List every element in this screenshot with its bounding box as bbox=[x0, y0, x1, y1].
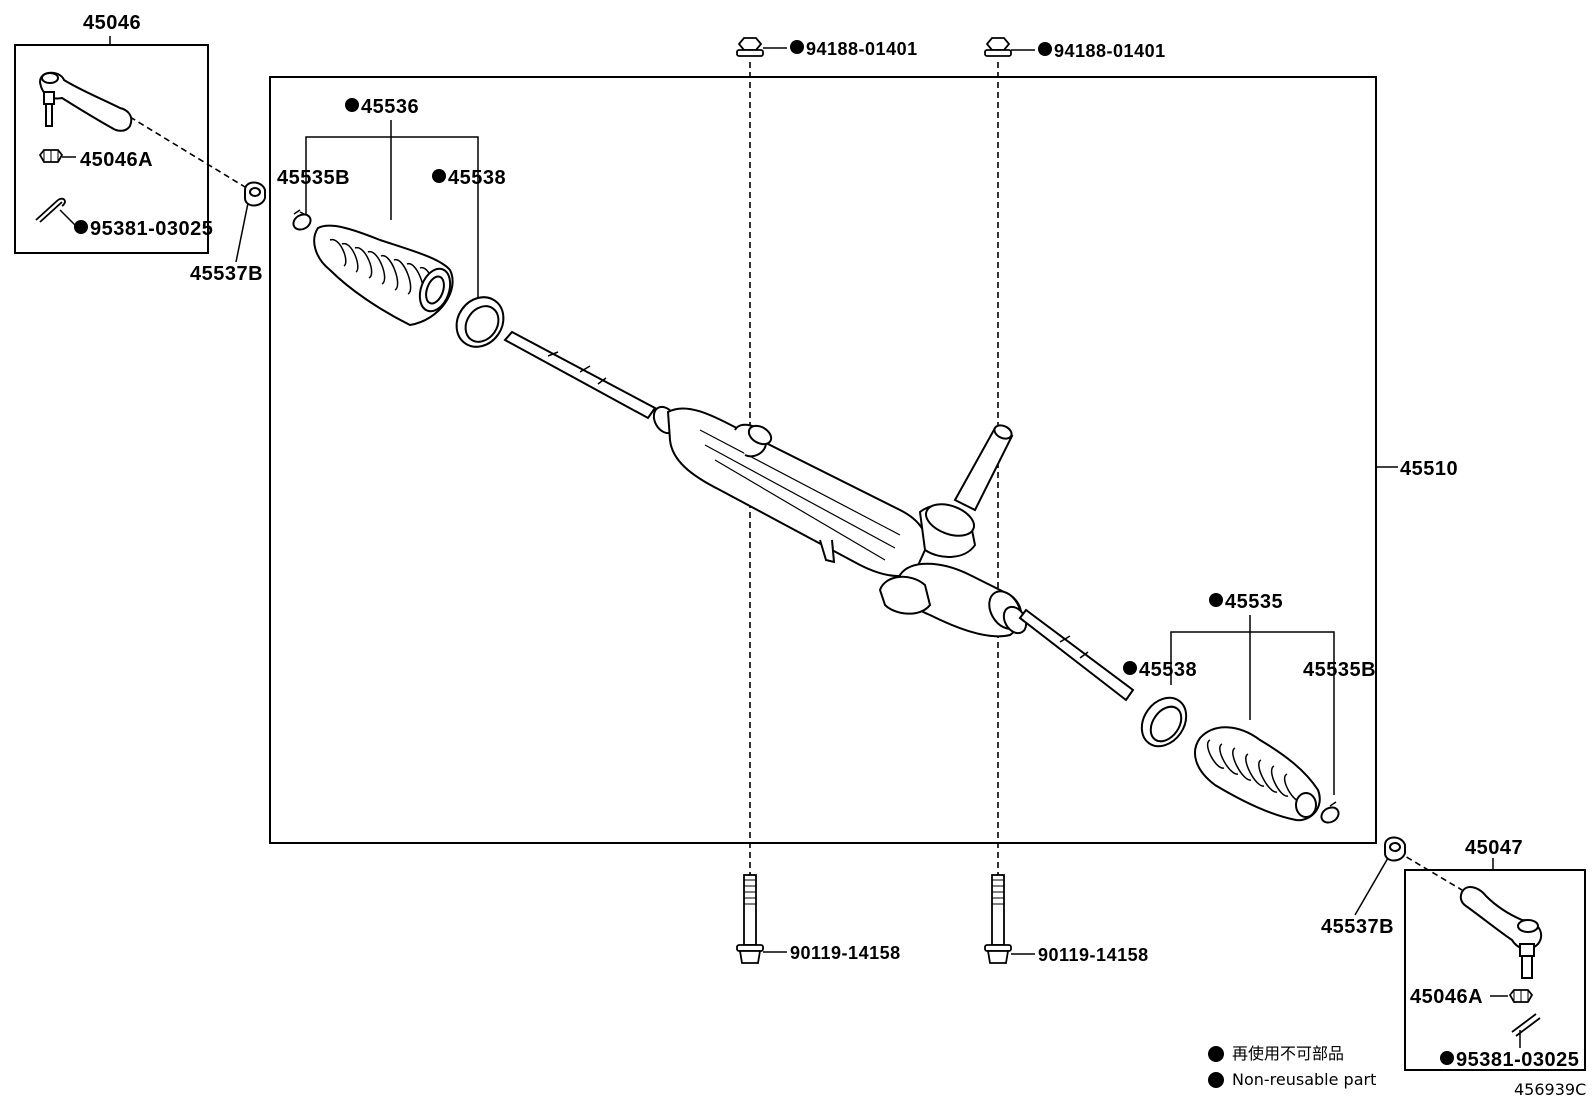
tie-rod-end-lh-icon bbox=[38, 71, 133, 132]
castle-nut-icon bbox=[38, 149, 64, 163]
label-boot-rh: 45535 bbox=[1209, 592, 1283, 612]
boot-clamp-icon bbox=[1140, 696, 1188, 748]
label-tie-rod-end-rh: 45047 bbox=[1465, 837, 1524, 859]
label-clip-rh: 45535B bbox=[1303, 659, 1377, 681]
label-text: 45538 bbox=[448, 167, 507, 189]
non-reusable-dot-icon bbox=[345, 98, 359, 112]
label-text: 45536 bbox=[361, 96, 420, 118]
steering-boot-lh-icon bbox=[313, 224, 454, 327]
flange-bolt-icon bbox=[984, 874, 1012, 964]
inset-box-lh bbox=[14, 44, 209, 254]
label-text: 95381-03025 bbox=[90, 218, 214, 240]
non-reusable-dot-icon bbox=[1123, 661, 1137, 675]
label-bolt-lower-1: 90119-14158 bbox=[790, 943, 901, 963]
non-reusable-dot-icon bbox=[74, 220, 88, 234]
label-nut-lh: 45046A bbox=[80, 149, 154, 171]
flange-nut-icon bbox=[736, 37, 764, 57]
cotter-pin-icon bbox=[35, 197, 66, 223]
label-dust-cover-rh: 45537B bbox=[1321, 916, 1395, 938]
label-boot-lh: 45536 bbox=[345, 97, 419, 117]
label-cotter-pin-lh: 95381-03025 bbox=[74, 219, 213, 239]
non-reusable-dot-icon bbox=[790, 40, 804, 54]
assembly-frame bbox=[269, 76, 1377, 844]
flange-bolt-icon bbox=[736, 874, 764, 964]
label-gear-assy: 45510 bbox=[1400, 458, 1459, 480]
inset-box-rh bbox=[1404, 869, 1586, 1071]
label-clamp-lh: 45538 bbox=[432, 168, 506, 188]
label-text: 95381-03025 bbox=[1456, 1049, 1580, 1071]
flange-nut-icon bbox=[984, 37, 1012, 57]
label-nut-upper-2: 94188-01401 bbox=[1038, 42, 1166, 60]
label-clamp-rh: 45538 bbox=[1123, 660, 1197, 680]
cotter-pin-icon bbox=[1511, 1013, 1541, 1037]
boot-clip-icon bbox=[292, 209, 312, 231]
label-nut-upper-1: 94188-01401 bbox=[790, 40, 918, 58]
label-nut-rh: 45046A bbox=[1410, 986, 1484, 1008]
steering-boot-rh-icon bbox=[1194, 726, 1321, 822]
label-text: 45535 bbox=[1225, 591, 1284, 613]
label-cotter-pin-rh: 95381-03025 bbox=[1440, 1050, 1579, 1070]
label-clip-lh: 45535B bbox=[277, 167, 351, 189]
non-reusable-dot-icon bbox=[1440, 1051, 1454, 1065]
label-bolt-lower-2: 90119-14158 bbox=[1038, 945, 1149, 965]
steering-rack-icon bbox=[503, 330, 1135, 702]
non-reusable-dot-icon bbox=[432, 169, 446, 183]
castle-nut-icon bbox=[1508, 989, 1534, 1003]
non-reusable-dot-icon bbox=[1038, 42, 1052, 56]
non-reusable-dot-icon bbox=[1209, 593, 1223, 607]
legend-japanese: 再使用不可部品 bbox=[1232, 1044, 1345, 1063]
illustration-id: 456939C bbox=[1514, 1080, 1587, 1099]
label-text: 94188-01401 bbox=[806, 39, 918, 59]
label-text: 94188-01401 bbox=[1054, 41, 1166, 61]
boot-clamp-icon bbox=[455, 296, 505, 348]
label-dust-cover-lh: 45537B bbox=[190, 263, 264, 285]
boot-clip-icon bbox=[1320, 801, 1340, 824]
dust-cover-icon bbox=[244, 181, 266, 207]
tie-rod-end-rh-icon bbox=[1459, 886, 1543, 979]
dust-cover-icon bbox=[1384, 836, 1406, 862]
label-text: 45538 bbox=[1139, 659, 1198, 681]
label-tie-rod-end-lh: 45046 bbox=[83, 12, 142, 34]
legend-english: Non-reusable part bbox=[1232, 1070, 1377, 1089]
